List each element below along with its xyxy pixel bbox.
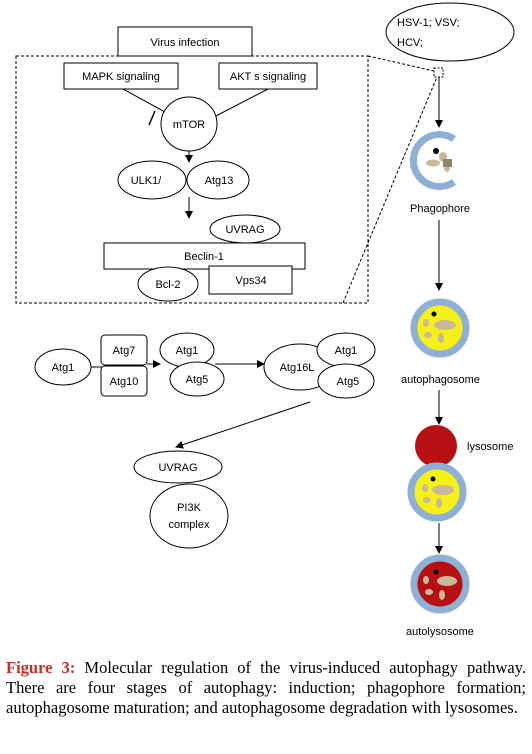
atg5-mid-label: Atg5	[186, 374, 209, 386]
mapk-signaling-box	[63, 62, 179, 90]
ulk1-node	[117, 160, 187, 200]
virus-types-line2: HCV;	[397, 37, 423, 49]
atg5-mid-node	[169, 361, 225, 397]
atg1-mid-label: Atg1	[176, 345, 199, 357]
figure-caption: Figure 3: Molecular regulation of the vi…	[6, 658, 526, 718]
phagophore-label: Phagophore	[410, 203, 470, 215]
zoom-line-upper	[367, 55, 435, 72]
vps34-label: Vps34	[235, 275, 266, 287]
atg1-left-label: Atg1	[52, 362, 75, 374]
atg10-label: Atg10	[110, 376, 139, 388]
zoom-marker	[433, 67, 444, 78]
bcl2-label: Bcl-2	[155, 279, 180, 291]
beclin1-label: Beclin-1	[184, 251, 224, 263]
atg5-right-node	[317, 363, 375, 399]
atg13-label: Atg13	[205, 175, 234, 187]
uvrag-bottom-label: UVRAG	[158, 462, 197, 474]
mapk-signaling-label: MAPK signaling	[82, 71, 160, 83]
atg16l-to-uvrag-arrow	[175, 401, 311, 449]
atg7-box	[100, 334, 148, 366]
uvrag-bottom-node	[133, 450, 223, 484]
mapk-inhibition-bar	[148, 110, 156, 126]
virus-infection-box	[117, 26, 253, 57]
zoom-line-lower	[342, 76, 438, 304]
atg7-label: Atg7	[113, 345, 136, 357]
ulk1-label: ULK1/	[131, 175, 163, 187]
caption-label: Figure 3:	[6, 658, 76, 677]
autophagosome-label: autophagosome	[401, 374, 480, 386]
autolysosome-label: autolysosome	[406, 626, 474, 638]
autophagosome-icon	[410, 298, 470, 358]
atg13-node	[186, 160, 250, 200]
pi3k-line1: PI3K	[177, 502, 202, 514]
caption-text: Molecular regulation of the virus-induce…	[6, 658, 527, 717]
autophagy-diagram: Virus infection MAPK signaling AKT s sig…	[15, 2, 515, 638]
akt-signaling-label: AKT s signaling	[230, 71, 306, 83]
phagophore-icon	[409, 131, 456, 190]
pi3k-complex-node	[149, 483, 229, 549]
pi3k-line2: complex	[169, 519, 210, 531]
atg5-right-label: Atg5	[337, 376, 360, 388]
vps34-box	[208, 265, 293, 295]
atg10-box	[100, 365, 148, 397]
atg16l-label: Atg16L	[280, 362, 315, 374]
virus-infection-label: Virus infection	[151, 37, 220, 49]
lysosome-label: lysosome	[467, 441, 513, 453]
virus-types-node	[385, 2, 515, 62]
akt-inhibition-line	[213, 88, 269, 118]
atg1-right-label: Atg1	[335, 345, 358, 357]
beclin1-box	[103, 242, 306, 270]
mtor-label: mTOR	[173, 119, 205, 131]
induction-region	[15, 55, 369, 304]
autolysosome-icon	[410, 554, 470, 614]
lysosome-icon	[415, 425, 457, 467]
uvrag-top-label: UVRAG	[225, 224, 264, 236]
virus-types-line1: HSV-1; VSV;	[397, 17, 460, 29]
bcl2-node	[137, 266, 199, 302]
fusing-autophagosome-icon	[407, 462, 467, 522]
